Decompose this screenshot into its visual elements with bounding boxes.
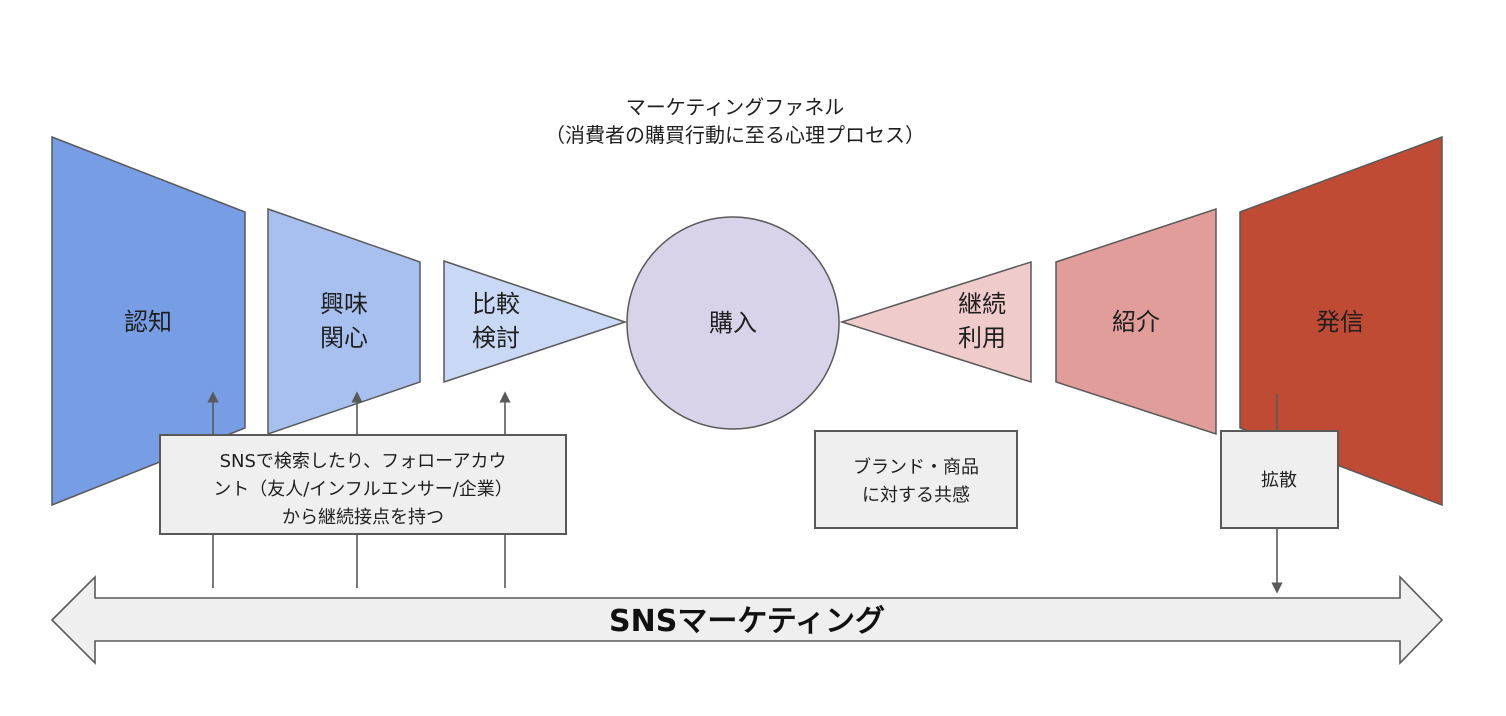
- brand-empathy-note-line1: ブランド・商品: [853, 456, 979, 478]
- sns-contact-note-line1: SNSで検索したり、フォローアカウ: [220, 451, 507, 472]
- diagram-title-line1: マーケティングファネル: [626, 95, 844, 119]
- sns-marketing-banner-shape: [50, 575, 1444, 665]
- sns-contact-note-line2: ント（友人/インフルエンサー/企業）: [213, 479, 513, 500]
- stage-continued-use-shape: [839, 260, 1032, 384]
- brand-empathy-note-line2: に対する共感: [862, 485, 970, 506]
- stage-interest-label-line1: 興味: [320, 290, 368, 318]
- sns-contact-note-box: [159, 434, 567, 535]
- sns-contact-note-line3: から継続接点を持つ: [282, 507, 444, 528]
- stage-comparison-label-line1: 比較: [472, 290, 520, 318]
- stage-broadcast-label: 発信: [1316, 308, 1364, 336]
- stage-continued-use-label-line2: 利用: [958, 324, 1006, 352]
- stage-awareness-shape: [51, 135, 246, 507]
- stage-purchase-label: 購入: [709, 309, 757, 337]
- stage-purchase-shape: [626, 216, 840, 430]
- stage-continued-use-label-line1: 継続: [958, 290, 1006, 318]
- stage-awareness-label: 認知: [124, 308, 172, 336]
- stage-interest-shape: [267, 207, 421, 436]
- stage-referral-label: 紹介: [1112, 308, 1160, 336]
- stage-comparison-label-line2: 検討: [472, 324, 520, 352]
- diagram-title-line2: （消費者の購買行動に至る心理プロセス）: [545, 123, 925, 147]
- diffusion-note-label: 拡散: [1261, 470, 1297, 491]
- stage-broadcast-shape: [1239, 135, 1443, 507]
- stage-comparison-shape: [443, 259, 628, 384]
- stage-interest-label-line2: 関心: [320, 324, 368, 352]
- brand-empathy-note-box: [814, 430, 1018, 529]
- stage-referral-shape: [1055, 207, 1217, 436]
- sns-marketing-banner-label: SNSマーケティング: [609, 604, 885, 639]
- diffusion-note-box: [1220, 430, 1339, 529]
